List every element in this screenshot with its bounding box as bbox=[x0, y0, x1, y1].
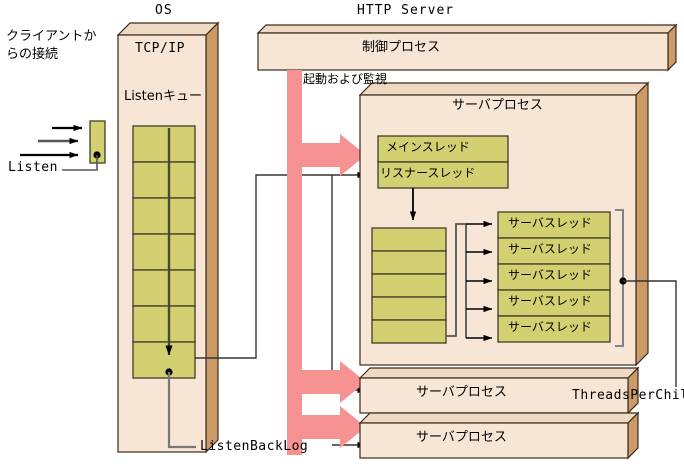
start-and-monitor-label: 起動および監視 bbox=[303, 72, 388, 86]
server-thread-label-3: サーバスレッド bbox=[508, 268, 592, 282]
server-process-main-label: サーバプロセス bbox=[452, 98, 543, 113]
server-process-3-box bbox=[358, 411, 640, 460]
server-process-3-label: サーバプロセス bbox=[416, 430, 507, 445]
server-process-2-label: サーバプロセス bbox=[416, 385, 507, 400]
server-thread-label-1: サーバスレッド bbox=[508, 216, 592, 230]
http-server-title: HTTP Server bbox=[357, 3, 455, 18]
server-thread-label-2: サーバスレッド bbox=[508, 242, 592, 256]
os-title: OS bbox=[155, 3, 173, 18]
server-thread-label-5: サーバスレッド bbox=[508, 320, 592, 334]
start-monitor-pink-arrows bbox=[287, 70, 366, 455]
listen-queue-cells bbox=[132, 125, 196, 379]
main-listener-threads bbox=[377, 135, 509, 221]
listen-socket bbox=[20, 120, 106, 171]
listen-queue-label: Listenキュー bbox=[124, 89, 202, 104]
main-thread-label: メインスレッド bbox=[386, 140, 470, 154]
threads-per-child-label: ThreadsPerChild bbox=[572, 388, 684, 403]
server-thread-label-4: サーバスレッド bbox=[508, 294, 592, 308]
listener-thread-label: リスナースレッド bbox=[380, 166, 476, 180]
tcpip-label: TCP/IP bbox=[135, 41, 185, 56]
control-process-box bbox=[256, 23, 678, 72]
control-process-label: 制御プロセス bbox=[362, 40, 441, 55]
worker-queue-cells bbox=[371, 220, 493, 344]
client-connection-label-line2: らの接続 bbox=[6, 47, 59, 62]
listen-backlog-label: ListenBackLog bbox=[200, 439, 309, 454]
listen-label: Listen bbox=[8, 160, 58, 175]
client-connection-label-line1: クライアントか bbox=[6, 29, 97, 44]
server-threads-group bbox=[497, 209, 677, 387]
